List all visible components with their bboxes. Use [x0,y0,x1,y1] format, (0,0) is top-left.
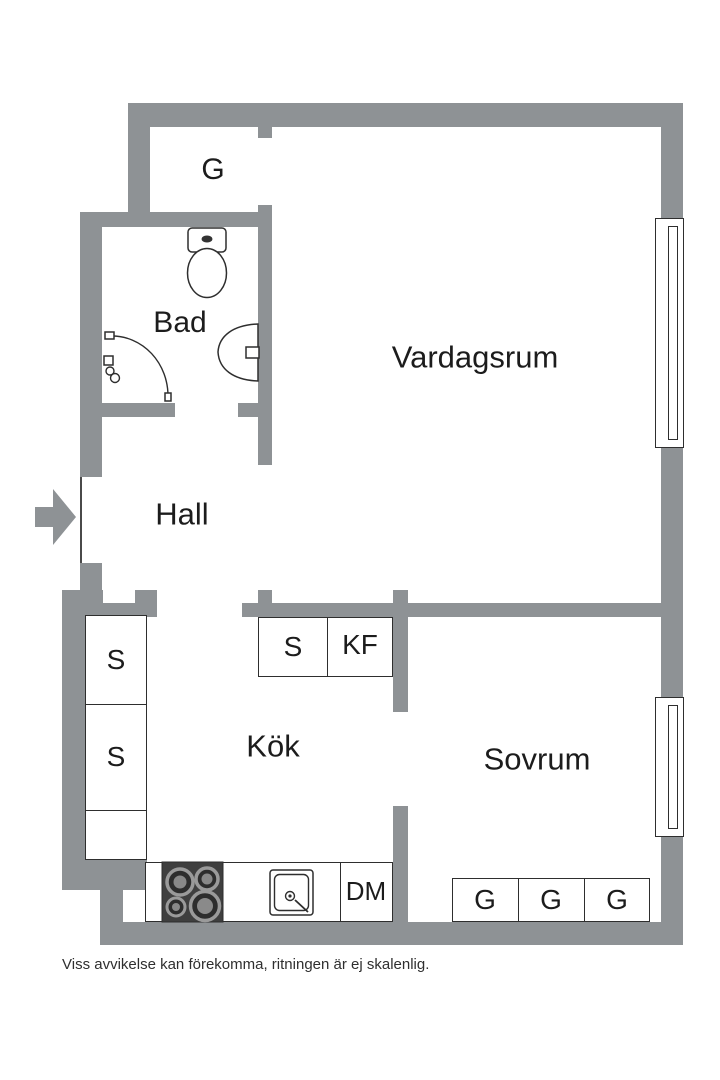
wall-mid-left-stub [135,590,157,604]
wall-bottom [100,922,683,945]
cabinet-divider [327,618,329,676]
room-label-livingroom: Vardagsrum [391,339,559,375]
bedroom-window-pane [668,705,678,829]
wall-left-lower [62,590,85,890]
entrance-arrow-icon [35,489,76,545]
fridge-freezer-label: KF [342,629,378,660]
wardrobe-label-g1: G [474,884,496,915]
wardrobe-divider [518,879,520,921]
disclaimer-text: Viss avvikelse kan förekomma, ritningen … [62,956,430,973]
cabinet-label-s1: S [106,644,126,675]
bedroom-wardrobes [452,878,650,922]
wall-mid-left [103,603,157,617]
livingroom-window-pane [668,226,678,440]
bathroom-sink-icon [217,323,260,382]
wall-closet-left [128,103,150,218]
wall-under-cabinets [62,860,147,890]
wardrobe-label-g3: G [606,884,628,915]
wall-livingroom-left [258,205,272,465]
kitchen-left-cabinets [85,615,147,860]
wardrobe-label-g2: G [540,884,562,915]
wall-top [128,103,683,127]
cabinet-divider [86,810,146,812]
wardrobe-divider [584,879,586,921]
room-label-hall: Hall [155,496,209,532]
wall-bedroom-divider-upper [393,590,408,712]
wall-bath-top [80,212,272,227]
wall-bath-bottom-left [102,403,175,417]
wall-top-notch [258,127,272,138]
cabinet-label-s2: S [106,741,126,772]
wall-right-mid [661,448,683,697]
dishwasher-label: DM [345,876,387,906]
wall-mid-main [242,603,661,617]
shower-icon [103,331,172,402]
toilet-icon [186,227,228,299]
room-label-closet: G [201,153,225,186]
entrance-door-line [80,477,82,563]
cabinet-label-s3: S [283,631,303,662]
room-label-bedroom: Sovrum [483,741,591,777]
wall-corner-step [100,890,123,923]
wall-right-top [661,103,683,218]
room-label-kitchen: Kök [246,728,300,764]
wall-right-bottom [661,837,683,945]
wall-bath-bottom-right [238,403,258,417]
wall-mid-stub [258,590,272,604]
wall-bedroom-divider-lower [393,806,408,922]
counter-divider [340,863,342,921]
wall-left-upper [80,212,102,477]
room-label-bathroom: Bad [153,306,207,339]
cabinet-divider [86,704,146,706]
kitchen-top-cabinets [258,617,393,677]
